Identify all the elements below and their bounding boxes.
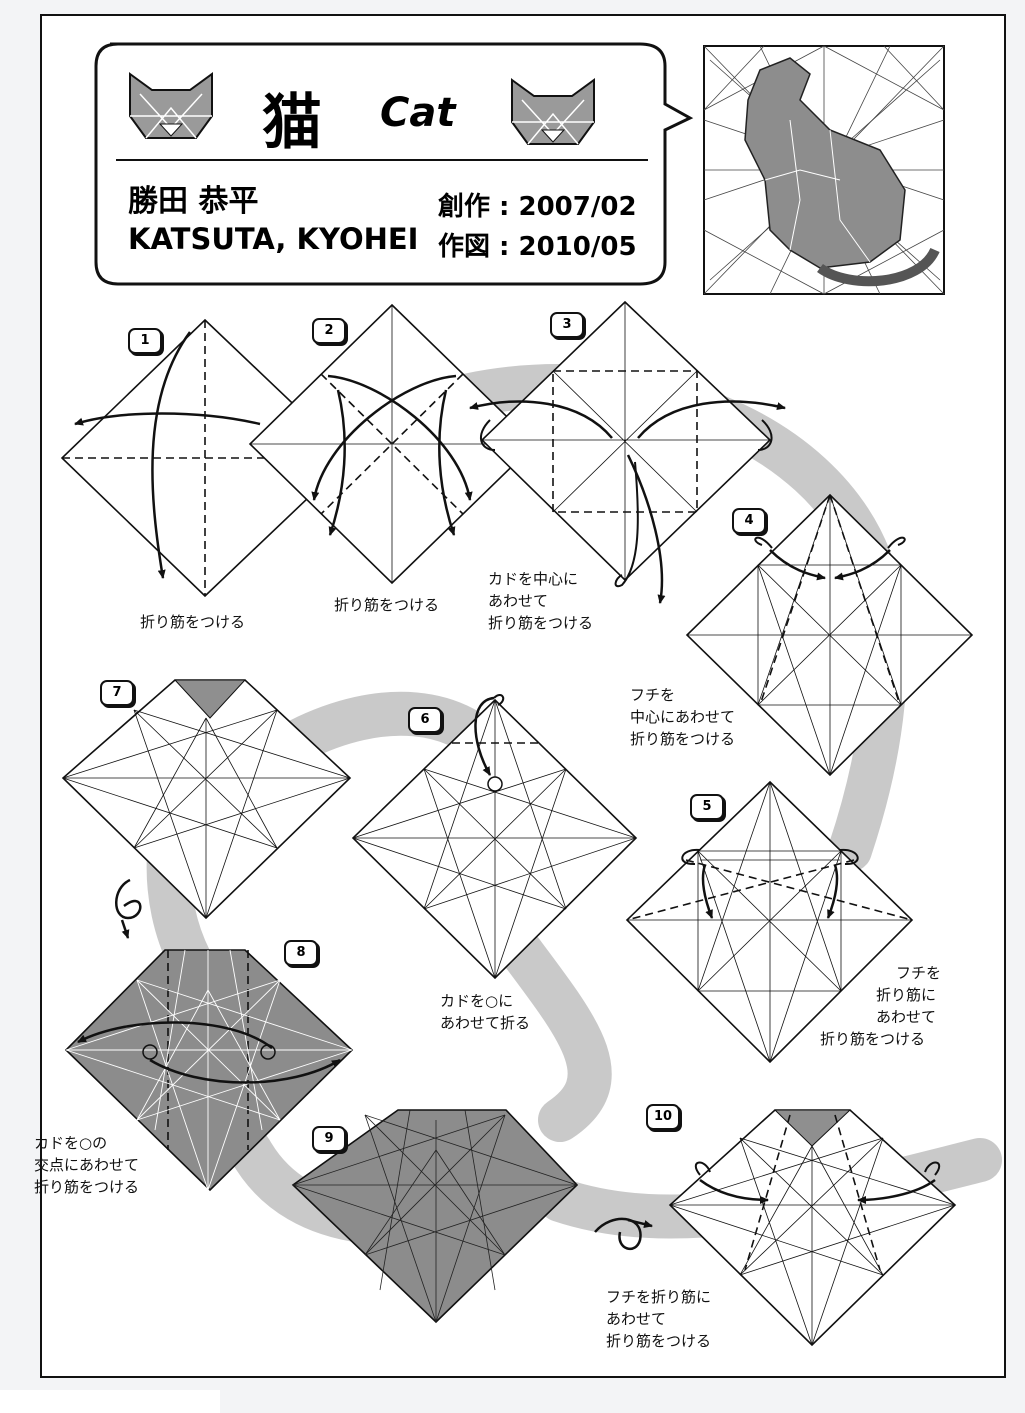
step-4-caption-line: 中心にあわせて: [630, 708, 736, 726]
step-3-caption-line: あわせて: [488, 592, 549, 610]
title-japanese: 猫: [262, 88, 322, 158]
step-1-caption: 折り筋をつける: [140, 613, 246, 631]
step-6-caption-line: あわせて折る: [440, 1014, 531, 1032]
step-9-diagram: [291, 1109, 579, 1324]
step-5-diagram: [625, 780, 914, 1064]
step-8-diagram: [64, 949, 354, 1192]
step-number: 5: [690, 794, 724, 820]
crease-pattern-thumbnail: [703, 45, 945, 295]
step-2-diagram: [248, 303, 537, 585]
step-number: 4: [732, 508, 766, 534]
step-10-caption-line: 折り筋をつける: [606, 1332, 712, 1350]
step-5-caption-line: あわせて: [876, 1008, 937, 1026]
step-2-caption: 折り筋をつける: [334, 596, 440, 614]
step-4-caption-line: 折り筋をつける: [630, 730, 736, 748]
step-10-diagram: [668, 1109, 957, 1347]
step-number: 3: [550, 312, 584, 338]
step-4-diagram: [685, 493, 974, 777]
turn-over-arrow: [115, 878, 142, 939]
step-5-caption-line: フチを: [896, 964, 942, 982]
step-number: 10: [646, 1104, 680, 1130]
step-4-caption-line: フチを: [630, 686, 676, 704]
step-10-caption-line: あわせて: [606, 1310, 667, 1328]
step-3-caption-line: カドを中心に: [488, 570, 579, 588]
drawn-date: 作図 : 2010/05: [438, 232, 637, 262]
step-number: 7: [100, 680, 134, 706]
step-number: 6: [408, 707, 442, 733]
step-6-caption-line: カドを○に: [440, 992, 514, 1010]
step-number: 2: [312, 318, 346, 344]
step-8-caption-line: 交点にあわせて: [34, 1156, 140, 1174]
author-name-japanese: 勝田 恭平: [128, 184, 259, 219]
turn-over-arrow: [594, 1217, 653, 1251]
step-7-diagram: [61, 679, 352, 920]
step-number: 8: [284, 940, 318, 966]
page-margin: [0, 1390, 220, 1413]
created-date: 創作 : 2007/02: [438, 192, 637, 222]
step-number: 1: [128, 328, 162, 354]
author-name-english: KATSUTA, KYOHEI: [128, 222, 419, 256]
cat-face-icon: [129, 72, 213, 139]
step-8-caption-line: カドを○の: [34, 1134, 108, 1152]
step-5-caption-line: 折り筋に: [876, 986, 937, 1004]
step-3-diagram: [469, 300, 786, 604]
step-3-caption-line: 折り筋をつける: [488, 614, 594, 632]
step-10-caption-line: フチを折り筋に: [606, 1288, 712, 1306]
step-6-diagram: [351, 694, 638, 980]
cat-face-icon: [511, 78, 595, 145]
step-5-caption-line: 折り筋をつける: [820, 1030, 926, 1048]
title-english: Cat: [380, 90, 456, 136]
step-number: 9: [312, 1126, 346, 1152]
step-8-caption-line: 折り筋をつける: [34, 1178, 140, 1196]
